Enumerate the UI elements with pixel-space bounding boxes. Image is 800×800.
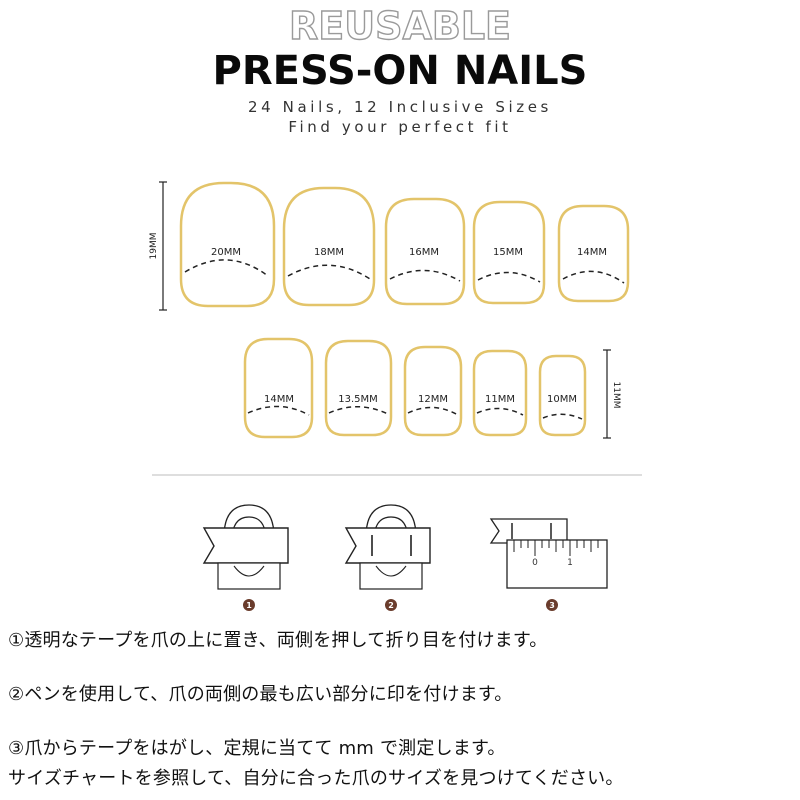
nail-label-11mm: 11MM bbox=[485, 394, 515, 405]
nail-15mm: 15MM bbox=[472, 200, 546, 305]
nail-13-5mm: 13.5MM bbox=[324, 339, 393, 437]
instruction-step1: ①透明なテープを爪の上に置き、両側を押して折り目を付けます。 bbox=[8, 630, 548, 651]
step1-illustration: 1 bbox=[202, 504, 289, 611]
ruler-tick-0: 0 bbox=[532, 558, 538, 568]
nail-16mm: 16MM bbox=[384, 197, 466, 306]
subtitle-nail-count: 24 Nails, 12 Inclusive Sizes bbox=[248, 98, 552, 116]
nail-10mm: 10MM bbox=[538, 354, 587, 437]
nail-11mm: 11MM bbox=[472, 349, 528, 437]
nail-label-12mm: 12MM bbox=[418, 394, 448, 405]
nail-18mm: 18MM bbox=[282, 186, 376, 307]
step3-illustration: 0 1 3 bbox=[489, 518, 608, 611]
instruction-step2: ②ペンを使用して、爪の両側の最も広い部分に印を付けます。 bbox=[8, 684, 513, 705]
nail-label-16mm: 16MM bbox=[409, 247, 439, 258]
step2-badge bbox=[385, 599, 397, 611]
nail-label-18mm: 18MM bbox=[314, 247, 344, 258]
title-reusable: REUSABLE bbox=[288, 3, 511, 48]
step2-number: 2 bbox=[388, 601, 394, 610]
step2-illustration: 2 bbox=[344, 504, 431, 611]
nail-label-15mm: 15MM bbox=[493, 247, 523, 258]
step3-number: 3 bbox=[549, 601, 555, 610]
subtitle-fit: Find your perfect fit bbox=[288, 118, 512, 136]
instruction-size-chart: サイズチャートを参照して、自分に合った爪のサイズを見つけてください。 bbox=[8, 768, 624, 789]
nail-label-13-5mm: 13.5MM bbox=[338, 394, 378, 405]
instruction-step3: ③爪からテープをはがし、定規に当てて mm で測定します。 bbox=[8, 738, 506, 759]
title-press-on-nails: PRESS-ON NAILS bbox=[212, 48, 588, 94]
nail-14mm-row1: 14MM bbox=[557, 204, 630, 303]
ruler bbox=[506, 539, 608, 589]
step1-number: 1 bbox=[246, 601, 252, 610]
nail-label-20mm: 20MM bbox=[211, 247, 241, 258]
nail-20mm: 20MM bbox=[179, 181, 276, 308]
nail-label-10mm: 10MM bbox=[547, 394, 577, 405]
ruler-tick-1: 1 bbox=[567, 558, 573, 568]
row2-height-label: 11MM bbox=[611, 382, 621, 409]
nail-label-14mm-row2: 14MM bbox=[264, 394, 294, 405]
row1-height-label: 19MM bbox=[149, 233, 159, 260]
nail-12mm: 12MM bbox=[403, 345, 463, 437]
step3-badge bbox=[546, 599, 558, 611]
nail-label-14mm-row1: 14MM bbox=[577, 247, 607, 258]
step1-badge bbox=[243, 599, 255, 611]
nail-14mm-row2: 14MM bbox=[243, 337, 314, 439]
